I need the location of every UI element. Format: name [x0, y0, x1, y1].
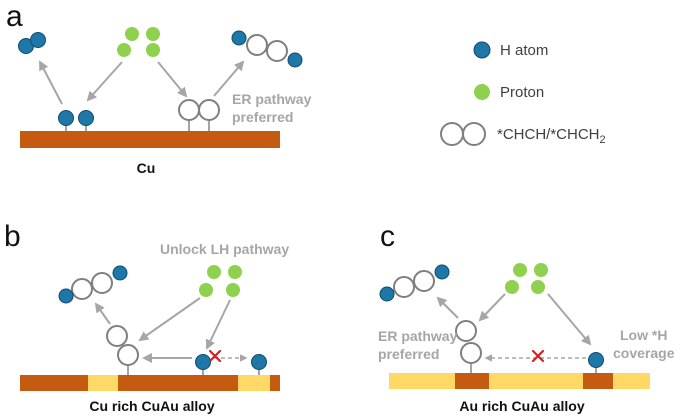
panel-b-product-h-atom — [112, 265, 128, 281]
legend-intermediate-swatch — [462, 122, 486, 146]
panel-b-adsorbed-h-atom — [251, 354, 267, 370]
legend-proton-swatch — [474, 84, 490, 100]
panel-c-au-segment — [389, 373, 455, 389]
panel-c-note-right: coverage — [613, 345, 675, 361]
panel-a-product-ring — [266, 40, 288, 62]
panel-c-adsorbed-intermediate — [460, 342, 482, 364]
legend: H atom Proton *CHCH/*CHCH2 — [440, 41, 606, 146]
panel-a-note: ER pathway — [232, 91, 312, 107]
panel-c-cu-segment — [455, 373, 489, 389]
panel-c-au-segment — [613, 373, 650, 389]
panel-a-product-h-atom — [287, 52, 303, 68]
panel-a-adsorbed-intermediate — [178, 99, 200, 121]
panel-b-proton — [228, 265, 242, 279]
panel-b-au-segment — [238, 375, 270, 391]
panel-b-adsorbed-intermediate — [106, 325, 128, 347]
panel-b-cu-segment — [270, 375, 280, 391]
panel-c-proton — [531, 280, 545, 294]
legend-intermediate-swatch — [440, 122, 464, 146]
panel-a-adsorbed-h-atom — [78, 110, 94, 126]
panel-a-proton — [117, 43, 131, 57]
panel-c-cu-segment — [583, 373, 613, 389]
panel-b-caption: Cu rich CuAu alloy — [89, 398, 214, 414]
panel-c-desorption-arrow — [436, 296, 459, 319]
panel-b-blocked-icon — [208, 349, 222, 363]
panel-c-adsorbed-h-atom — [588, 352, 604, 368]
panel-c-note-right: Low *H — [620, 327, 667, 343]
panel-c-blocked-icon — [531, 349, 545, 363]
panel-b-desorption-arrow — [94, 302, 111, 325]
panel-b-adsorbed-intermediate — [117, 344, 139, 366]
panel-a-proton-transfer-arrow — [157, 61, 188, 98]
panel-b-product-h-atom — [58, 288, 74, 304]
panel-b-proton-transfer-arrow — [138, 297, 201, 342]
legend-h-atom-label: H atom — [500, 42, 548, 59]
panel-b-note: Unlock LH pathway — [160, 241, 289, 257]
panel-b-product-ring — [71, 278, 93, 300]
panel-a-proton — [146, 27, 160, 41]
panel-c-proton — [513, 263, 527, 277]
panel-b-proton-adsorption-arrow — [205, 299, 231, 350]
panel-a-product-ring — [246, 34, 268, 56]
panel-b-proton — [226, 283, 240, 297]
panel-c-note-left: preferred — [378, 346, 439, 362]
panel-a-cu-surface — [20, 131, 280, 148]
panel-c: c ER pathway preferre — [378, 220, 675, 414]
panel-a-adsorbed-intermediate — [198, 99, 220, 121]
panel-c-product-h-atom — [379, 286, 395, 302]
panel-b-adsorbed-h-atom — [195, 354, 211, 370]
panel-b-letter: b — [4, 220, 21, 253]
panel-c-proton — [534, 263, 548, 277]
panel-b-au-segment — [88, 375, 118, 391]
panel-a-letter: a — [6, 0, 23, 33]
panel-a-proton-adsorption-arrow — [86, 61, 123, 102]
panel-b: b Unlock LH pathway — [4, 220, 289, 414]
panel-b-proton — [199, 283, 213, 297]
panel-c-product-h-atom — [434, 264, 450, 280]
panel-c-caption: Au rich CuAu alloy — [459, 398, 584, 414]
panel-a-note: preferred — [232, 109, 293, 125]
panel-a-proton — [146, 43, 160, 57]
legend-intermediate-subscript: 2 — [600, 134, 606, 146]
panel-b-product-ring — [91, 272, 113, 294]
panel-a-free-h-atom — [30, 32, 46, 48]
panel-a-desorption-arrow — [39, 60, 63, 105]
panel-b-proton — [207, 265, 221, 279]
panel-c-product-ring — [413, 270, 435, 292]
panel-a: a ER pathway preferred Cu — [6, 0, 312, 176]
panel-b-cu-segment — [20, 375, 88, 391]
panel-a-caption: Cu — [137, 160, 156, 176]
panel-a-adsorbed-h-atom — [58, 110, 74, 126]
panel-c-adsorbed-intermediate — [455, 320, 477, 342]
panel-c-au-segment — [489, 373, 583, 389]
panel-c-proton — [505, 280, 519, 294]
panel-a-proton — [125, 27, 139, 41]
legend-h-atom-swatch — [473, 41, 491, 59]
panel-b-cu-segment — [118, 375, 238, 391]
legend-intermediate-main: *CHCH/*CHCH — [497, 126, 600, 143]
panel-c-proton-transfer-arrow — [478, 293, 506, 322]
panel-c-note-left: ER pathway — [378, 328, 458, 344]
panel-c-product-ring — [393, 276, 415, 298]
panel-a-product-h-atom — [231, 30, 247, 46]
panel-c-proton-adsorption-arrow — [547, 293, 592, 346]
legend-intermediate-label: *CHCH/*CHCH2 — [497, 126, 606, 146]
legend-proton-label: Proton — [500, 84, 544, 101]
panel-a-hydrogenation-arrow — [213, 60, 245, 97]
panel-c-letter: c — [380, 220, 395, 253]
